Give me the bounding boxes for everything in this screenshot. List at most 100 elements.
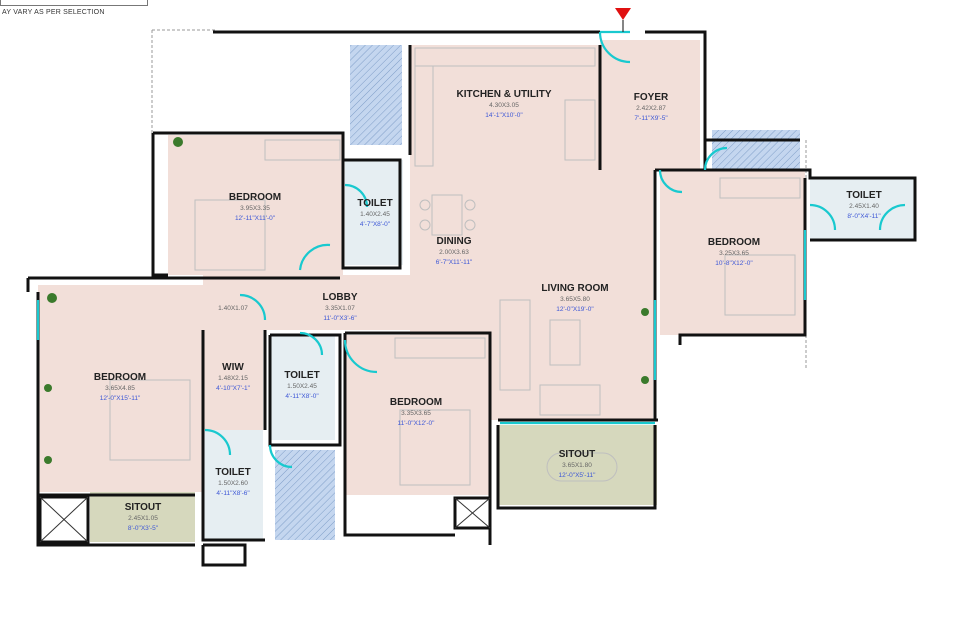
bed-bottom: [399, 409, 471, 486]
door-bed-bottom: [343, 339, 378, 374]
floor-foyer: [600, 40, 700, 170]
bed-bottom-name: BEDROOM: [390, 397, 442, 408]
bed-bottom-imperial: 11'-0"X12'-0": [398, 420, 436, 427]
plot-boundary: [151, 29, 807, 370]
toilet-mid-name: TOILET: [284, 370, 319, 381]
floor-sitout-living: [497, 425, 657, 505]
door-bed-top-left: [298, 243, 331, 271]
floor-lobby: [203, 275, 498, 330]
shafts: [39, 496, 491, 543]
living-imperial: 12'-0"X19'-0": [556, 306, 594, 313]
wall-toilet-mid: [268, 333, 342, 447]
dining-table: [431, 194, 463, 236]
toilet-bottom-imperial: 4'-11"X8'-6": [216, 490, 250, 497]
door-wiw: [299, 331, 324, 356]
wardrobe-bottom: [394, 337, 486, 359]
floor-toilet-bottom: [203, 430, 263, 540]
bed-right: [724, 254, 796, 316]
armchair: [539, 384, 601, 416]
lobby-aux-metric: 1.40X1.07: [218, 305, 248, 312]
kitchen-counter-right: [564, 99, 596, 161]
door-toilet-top: [344, 183, 369, 208]
duct-bottom-hatch: [275, 450, 335, 540]
sitout-living-imperial: 12'-0"X5'-11": [559, 472, 597, 479]
dining-name: DINING: [437, 236, 472, 247]
lobby-metric: 3.35X1.07: [325, 305, 355, 312]
toilet-right-imperial: 8'-0"X4'-11": [847, 213, 881, 220]
living-metric: 3.65X5.80: [560, 296, 590, 303]
walls: [26, 30, 917, 567]
bed-left-metric: 3.65X4.85: [105, 385, 135, 392]
bed-left-imperial: 12'-0"X15'-11": [100, 395, 141, 402]
wall-wiw: [201, 330, 267, 542]
door-toilet-right-2: [878, 203, 906, 231]
toilet-top-metric: 1.40X2.45: [360, 211, 390, 218]
wardrobe-top: [264, 139, 341, 161]
kitchen-counter-side: [414, 65, 434, 167]
entry-marker-icon: [615, 8, 631, 32]
lobby-imperial: 11'-0"X3'-6": [323, 315, 357, 322]
toilet-bottom-metric: 1.50X2.60: [218, 480, 248, 487]
door-foyer-duct: [703, 146, 728, 171]
foyer-imperial: 7'-11"X9'-5": [634, 115, 668, 122]
door-entry: [598, 30, 631, 64]
wiw-name: WIW: [222, 362, 244, 373]
furniture: [109, 47, 801, 486]
sitout-left-metric: 2.45X1.05: [128, 515, 158, 522]
dining-chair-1: [419, 199, 431, 211]
bed-right-metric: 3.25X3.65: [719, 250, 749, 257]
floor-bed-top-left: [168, 135, 343, 275]
kitchen-name: KITCHEN & UTILITY: [457, 89, 552, 100]
toilet-top-name: TOILET: [357, 198, 392, 209]
toilet-top-imperial: 4'-7"X8'-0": [360, 221, 391, 228]
sofa: [499, 299, 531, 391]
wall-top-left-bedroom: [151, 131, 402, 277]
header-bar: [0, 0, 148, 6]
floor-sitout-left: [90, 492, 195, 542]
door-lobby-left: [239, 293, 267, 321]
wiw-imperial: 4'-10"X7'-1": [216, 385, 251, 392]
dining-metric: 2.00X3.63: [439, 249, 469, 256]
kitchen-metric: 4.30X3.05: [489, 102, 519, 109]
sitout-left-imperial: 8'-0"X3'-5": [128, 525, 159, 532]
door-toilet-bottom: [204, 428, 232, 456]
bed-top-left: [194, 199, 266, 271]
living-name: LIVING ROOM: [541, 283, 608, 294]
toilet-right-name: TOILET: [846, 190, 881, 201]
dining-chair-2: [419, 219, 431, 231]
wall-bottom-toilet: [201, 543, 247, 567]
bed-top-left-metric: 3.95X3.35: [240, 205, 270, 212]
header-note: AY VARY AS PER SELECTION: [2, 9, 105, 16]
door-toilet-mid: [268, 444, 293, 469]
foyer-name: FOYER: [634, 92, 669, 103]
wiw-metric: 1.48X2.15: [218, 375, 248, 382]
sitout-living-name: SITOUT: [559, 449, 595, 460]
plant-icons: [44, 137, 649, 464]
floor-toilet-top: [345, 160, 403, 265]
dining-chair-4: [464, 219, 476, 231]
bed-right-name: BEDROOM: [708, 237, 760, 248]
wall-sitout-left: [36, 495, 195, 547]
coffee-table: [549, 319, 581, 366]
floor-toilet-right: [810, 178, 915, 240]
toilet-right-metric: 2.45X1.40: [849, 203, 879, 210]
bed-top-left-name: BEDROOM: [229, 192, 281, 203]
kitchen-counter-top: [414, 47, 596, 67]
wall-bottom-bed: [343, 331, 492, 545]
sitout-left-name: SITOUT: [125, 502, 161, 513]
floor-wiw: [203, 330, 263, 430]
wardrobe-right: [719, 177, 801, 199]
toilet-mid-imperial: 4'-11"X8'-0": [285, 393, 319, 400]
door-bed-right: [658, 169, 683, 194]
floor-toilet-mid: [270, 335, 335, 440]
sitout-bench: [546, 452, 618, 482]
bed-left: [109, 379, 191, 461]
doors: [36, 30, 906, 469]
toilet-bottom-name: TOILET: [215, 467, 250, 478]
toilet-mid-metric: 1.50X2.45: [287, 383, 317, 390]
bed-top-left-imperial: 12'-11"X11'-0": [235, 215, 276, 222]
bed-left-name: BEDROOM: [94, 372, 146, 383]
bed-right-imperial: 10'-8"X12'-0": [715, 260, 753, 267]
kitchen-imperial: 14'-1"X10'-0": [485, 112, 523, 119]
